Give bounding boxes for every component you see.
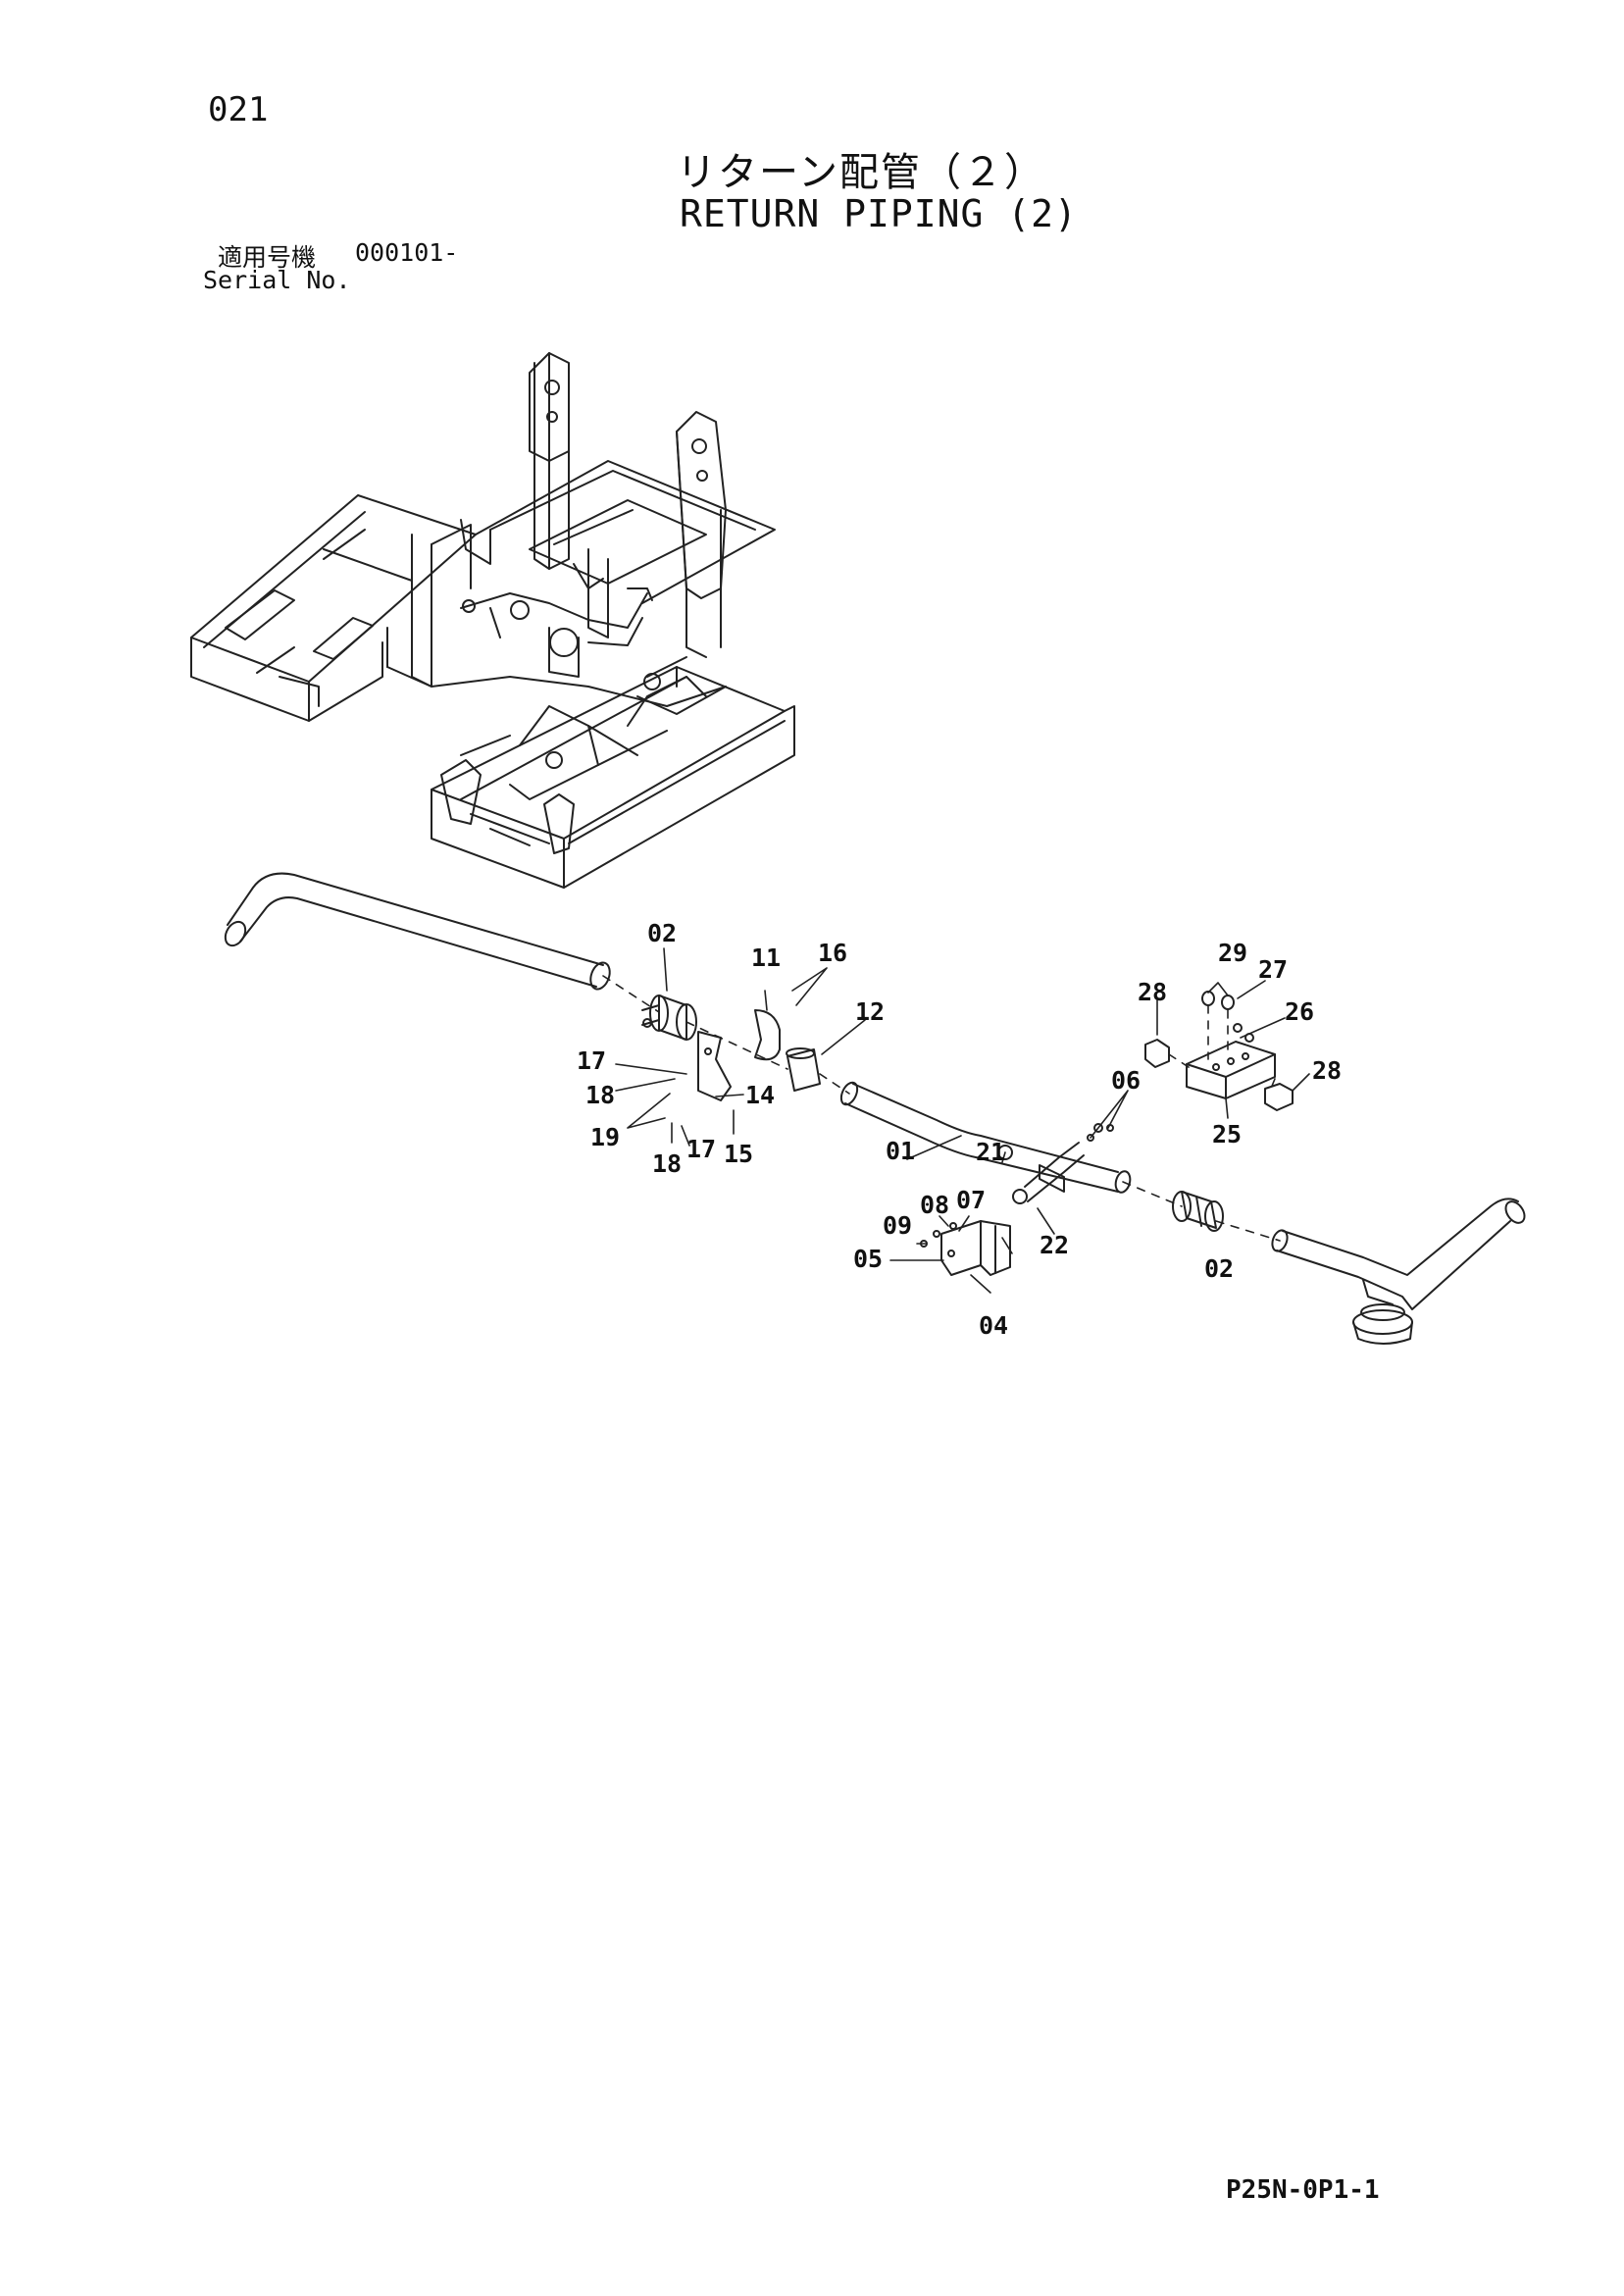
callout-04: 04 [979, 1311, 1008, 1340]
center-return-pipe-01 [839, 1081, 1132, 1194]
callout-26: 26 [1285, 997, 1314, 1026]
callout-18-lower: 18 [652, 1149, 682, 1178]
bracket-hardware [997, 1123, 1114, 1204]
serial-label-english: Serial No. [203, 266, 351, 294]
callout-leader-lines [615, 947, 1310, 1294]
page-number: 021 [208, 90, 269, 129]
drawing-code: P25N-0P1-1 [1226, 2175, 1380, 2205]
assembly-guide-lines [602, 975, 1281, 1242]
left-return-pipe [224, 872, 611, 991]
callout-09: 09 [883, 1211, 912, 1240]
callout-27: 27 [1258, 955, 1288, 984]
bracket-04 [920, 1220, 1011, 1276]
clamp-11 [754, 1009, 781, 1061]
hose-clamp-02-left [641, 995, 697, 1041]
title-english: RETURN PIPING (2) [680, 192, 1078, 235]
callout-17-upper: 17 [577, 1046, 606, 1075]
callout-15: 15 [724, 1140, 753, 1168]
callout-25: 25 [1212, 1120, 1242, 1148]
machine-frame-illustration [190, 352, 795, 889]
callout-28-left: 28 [1138, 978, 1167, 1006]
callout-29: 29 [1218, 939, 1247, 967]
serial-number-value: 000101- [355, 238, 459, 267]
callout-02-left: 02 [647, 919, 677, 947]
serial-label-japanese: 適用号機 [218, 243, 317, 272]
collar-12 [786, 1047, 821, 1092]
callout-07: 07 [956, 1186, 986, 1214]
callout-08: 08 [920, 1191, 949, 1219]
callout-14: 14 [745, 1081, 775, 1109]
right-return-pipe [1271, 1198, 1526, 1345]
callout-01: 01 [886, 1137, 915, 1165]
callout-28-right: 28 [1312, 1056, 1342, 1085]
hose-clamp-02-right [1172, 1191, 1224, 1232]
callout-16: 16 [818, 939, 847, 967]
callout-18-upper: 18 [585, 1081, 615, 1109]
title-japanese: リターン配管（２） [677, 150, 1045, 195]
callout-17-lower: 17 [686, 1135, 716, 1163]
fitting-28-left [1144, 1039, 1170, 1068]
callout-05: 05 [853, 1245, 883, 1273]
callout-02-right: 02 [1204, 1254, 1234, 1283]
manifold-block-25 [1186, 1041, 1276, 1099]
callout-12: 12 [855, 997, 885, 1026]
fitting-28-right [1264, 1083, 1294, 1111]
callout-19: 19 [590, 1123, 620, 1151]
callout-21: 21 [976, 1138, 1005, 1166]
bracket-14 [697, 1031, 732, 1101]
callout-22: 22 [1040, 1231, 1069, 1259]
callout-06: 06 [1111, 1066, 1141, 1095]
callout-labels: 02 11 16 12 17 18 14 19 18 17 15 01 21 0… [577, 919, 1342, 1340]
callout-11: 11 [751, 944, 781, 972]
